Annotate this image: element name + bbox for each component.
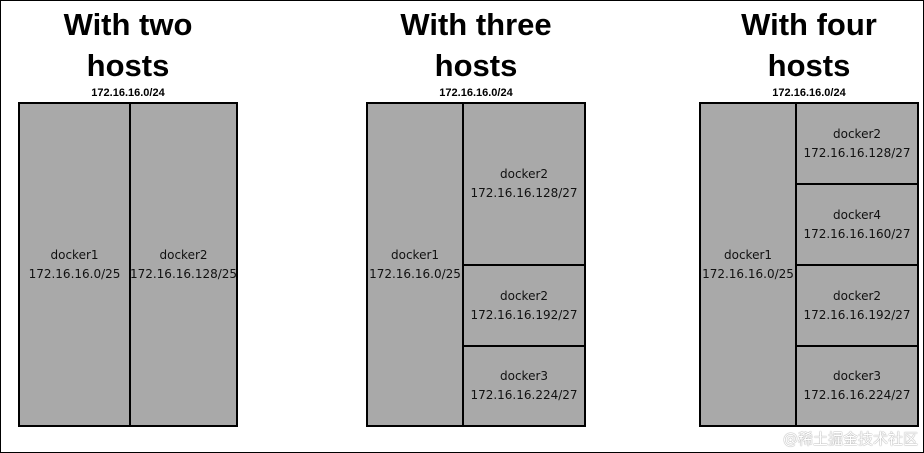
host-name: docker2 bbox=[159, 247, 208, 262]
subnet-cidr: 172.16.16.128/27 bbox=[803, 145, 911, 160]
host-name: docker4 bbox=[832, 207, 882, 222]
panel-title-line1: With three bbox=[400, 7, 552, 42]
subnet-cell-docker1: docker1 172.16.16.0/25 bbox=[368, 104, 464, 425]
panel-title: With four hosts bbox=[699, 4, 919, 86]
subnet-cidr: 172.16.16.224/27 bbox=[803, 388, 911, 402]
subnet-cidr: 172.16.16.128/27 bbox=[470, 186, 578, 200]
subnet-cell-docker1: docker1 172.16.16.0/25 bbox=[701, 104, 797, 425]
host-name: docker1 bbox=[50, 247, 99, 262]
subnet-cidr: 172.16.16.160/27 bbox=[803, 226, 911, 241]
subnet-cell-docker2-128: docker2 172.16.16.128/27 bbox=[464, 104, 584, 266]
panel-title-line2: hosts bbox=[86, 48, 170, 83]
host-name: docker2 bbox=[832, 288, 882, 303]
host-name: docker2 bbox=[499, 167, 549, 181]
panel-three-hosts: With three hosts 172.16.16.0/24 docker1 … bbox=[366, 0, 586, 453]
subnet-cell-docker2-128: docker2 172.16.16.128/27 bbox=[797, 104, 917, 185]
subnet-cidr: 172.16.16.128/25 bbox=[129, 266, 238, 281]
watermark: @稀土掘金技术社区 bbox=[782, 430, 918, 448]
panel-title-line1: With two bbox=[63, 7, 193, 42]
panel-title-line1: With four bbox=[741, 7, 877, 42]
subnet-cell-docker2: docker2 172.16.16.128/25 bbox=[129, 104, 238, 425]
subnet-cell-docker2-192: docker2 172.16.16.192/27 bbox=[797, 266, 917, 347]
subnet-box: docker1 172.16.16.0/25 docker2 172.16.16… bbox=[366, 102, 586, 427]
subnet-cell-docker2-192: docker2 172.16.16.192/27 bbox=[464, 266, 584, 347]
panel-title-line2: hosts bbox=[434, 48, 518, 83]
network-label: 172.16.16.0/24 bbox=[439, 87, 513, 99]
host-name: docker2 bbox=[499, 288, 549, 303]
subnet-cidr: 172.16.16.224/27 bbox=[470, 388, 578, 402]
host-name: docker2 bbox=[832, 126, 882, 141]
panel-title: With two hosts bbox=[18, 4, 238, 86]
subnet-cidr: 172.16.16.0/25 bbox=[369, 266, 461, 281]
subnet-cell-docker3-224: docker3 172.16.16.224/27 bbox=[464, 347, 584, 425]
subnet-cidr: 172.16.16.0/25 bbox=[28, 266, 121, 281]
subnet-cidr: 172.16.16.192/27 bbox=[803, 307, 911, 322]
subnet-cell-docker4-160: docker4 172.16.16.160/27 bbox=[797, 185, 917, 266]
panel-title-line2: hosts bbox=[767, 48, 851, 83]
subnet-box: docker1 172.16.16.0/25 docker2 172.16.16… bbox=[699, 102, 919, 427]
host-name: docker1 bbox=[390, 247, 440, 262]
host-name: docker3 bbox=[832, 369, 882, 383]
subnet-cell-docker3-224: docker3 172.16.16.224/27 bbox=[797, 347, 917, 425]
panel-title: With three hosts bbox=[366, 4, 586, 86]
host-name: docker3 bbox=[499, 369, 549, 383]
panel-two-hosts: With two hosts 172.16.16.0/24 docker1 17… bbox=[18, 0, 238, 453]
host-name: docker1 bbox=[723, 247, 773, 262]
subnet-cidr: 172.16.16.0/25 bbox=[702, 266, 794, 281]
subnet-cidr: 172.16.16.192/27 bbox=[470, 307, 578, 322]
network-label: 172.16.16.0/24 bbox=[772, 87, 846, 99]
subnet-box: docker1 172.16.16.0/25 docker2 172.16.16… bbox=[18, 102, 238, 427]
panel-four-hosts: With four hosts 172.16.16.0/24 docker1 1… bbox=[699, 0, 919, 453]
network-label: 172.16.16.0/24 bbox=[91, 87, 165, 99]
subnet-cell-docker1: docker1 172.16.16.0/25 bbox=[20, 104, 131, 425]
